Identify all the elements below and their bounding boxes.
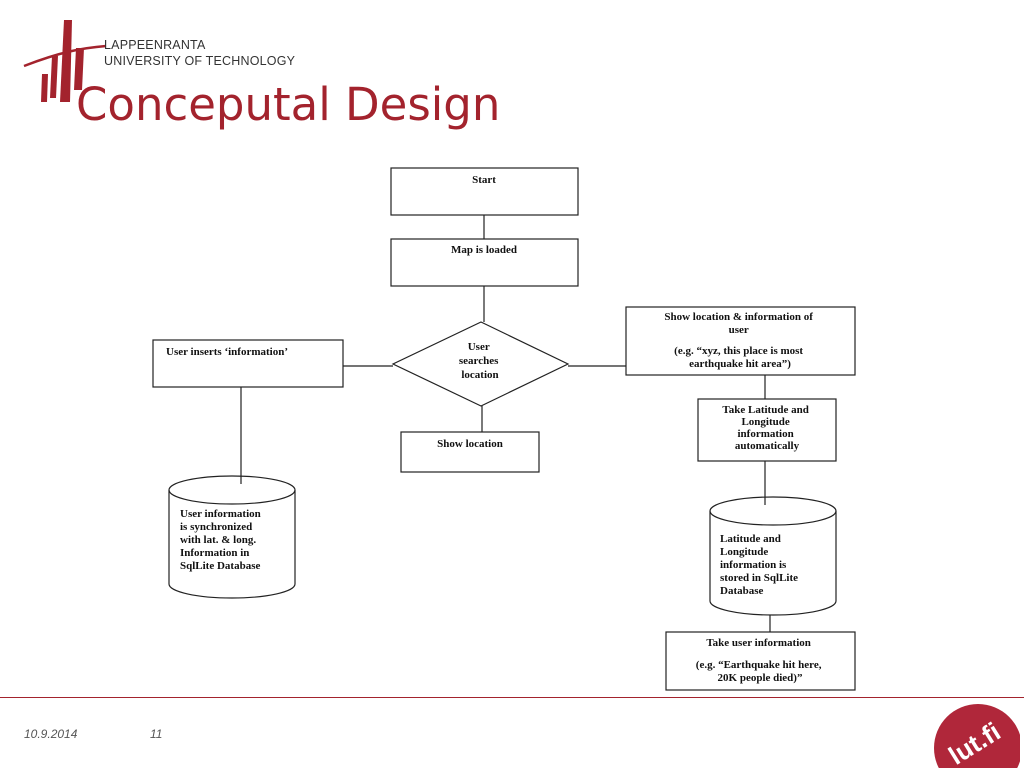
label-show-location-info-line-1: Show location & information of: [664, 311, 813, 323]
label-show-location-info-line-4: (e.g. “xyz, this place is most: [674, 345, 803, 357]
db-lat-long-body: [709, 511, 837, 616]
box-show-location: [400, 431, 540, 473]
label-db-lat-long-line-2: Longitude: [720, 546, 768, 558]
db-user-info-body: [168, 490, 296, 599]
box-map-loaded: [390, 238, 579, 287]
label-db-user-info-line-3: with lat. & long.: [180, 534, 256, 546]
label-show-location-line: Show location: [437, 438, 503, 450]
label-db-lat-long-line-5: Database: [720, 585, 764, 597]
footer-divider: [0, 697, 1024, 698]
label-take-lat-long-line-4: automatically: [735, 440, 800, 452]
label-show-location-info: Show location & information of user (e.g…: [664, 311, 815, 370]
box-take-user-info: [665, 631, 856, 691]
label-user-inserts: User inserts ‘information’: [166, 346, 288, 358]
label-show-location-info-line-5: earthquake hit area”): [689, 358, 791, 370]
label-decision: User searches location: [459, 341, 501, 381]
label-db-lat-long-line-4: stored in SqlLite: [720, 572, 798, 584]
label-start-line: Start: [472, 174, 496, 186]
flowchart-diagram: Start Map is loaded User inserts ‘inform…: [152, 167, 856, 691]
label-db-user-info-line-1: User information: [180, 508, 261, 520]
label-take-user-info: Take user information (e.g. “Earthquake …: [696, 637, 824, 684]
label-map-loaded: Map is loaded: [451, 244, 517, 256]
label-take-lat-long-line-2: Longitude: [741, 416, 789, 428]
label-decision-line-3: location: [461, 369, 498, 381]
box-user-inserts: [152, 339, 344, 388]
label-show-location: Show location: [437, 438, 503, 450]
label-db-user-info: User information is synchronized with la…: [180, 508, 264, 572]
university-name-line-2: UNIVERSITY OF TECHNOLOGY: [104, 54, 296, 68]
label-take-lat-long: Take Latitude and Longitude information …: [722, 404, 811, 452]
box-take-lat-long: [697, 398, 837, 462]
label-db-lat-long: Latitude and Longitude information is st…: [720, 533, 801, 597]
label-db-user-info-line-2: is synchronized: [180, 521, 252, 533]
footer-page-number: 11: [150, 727, 163, 741]
label-take-lat-long-line-1: Take Latitude and: [722, 404, 808, 416]
label-take-user-info-line-3: (e.g. “Earthquake hit here,: [696, 659, 822, 671]
label-take-lat-long-line-3: information: [738, 428, 794, 440]
box-start: [390, 167, 579, 216]
label-take-user-info-line-1: Take user information: [706, 637, 811, 649]
footer-date: 10.9.2014: [24, 727, 78, 741]
label-db-user-info-line-5: SqlLite Database: [180, 560, 260, 572]
box-show-location-info: [625, 306, 856, 376]
label-decision-line-1: User: [468, 341, 490, 353]
label-db-user-info-line-4: Information in: [180, 547, 249, 559]
label-decision-line-2: searches: [459, 355, 499, 367]
label-db-lat-long-line-3: information is: [720, 559, 787, 571]
label-start: Start: [472, 174, 496, 186]
label-map-loaded-line: Map is loaded: [451, 244, 517, 256]
label-take-user-info-line-4: 20K people died)”: [718, 672, 803, 684]
university-logo-icon: [23, 20, 107, 102]
lut-fi-badge-icon: lut.fi: [934, 704, 1020, 768]
slide-title: Conceputal Design: [76, 78, 501, 131]
label-show-location-info-line-2: user: [729, 324, 749, 336]
db-lat-long-top: [709, 496, 837, 526]
label-user-inserts-line: User inserts ‘information’: [166, 346, 288, 358]
db-user-info-top: [168, 475, 296, 505]
decision-diamond: [391, 321, 570, 407]
university-name-line-1: LAPPEENRANTA: [104, 38, 206, 52]
label-db-lat-long-line-1: Latitude and: [720, 533, 781, 545]
